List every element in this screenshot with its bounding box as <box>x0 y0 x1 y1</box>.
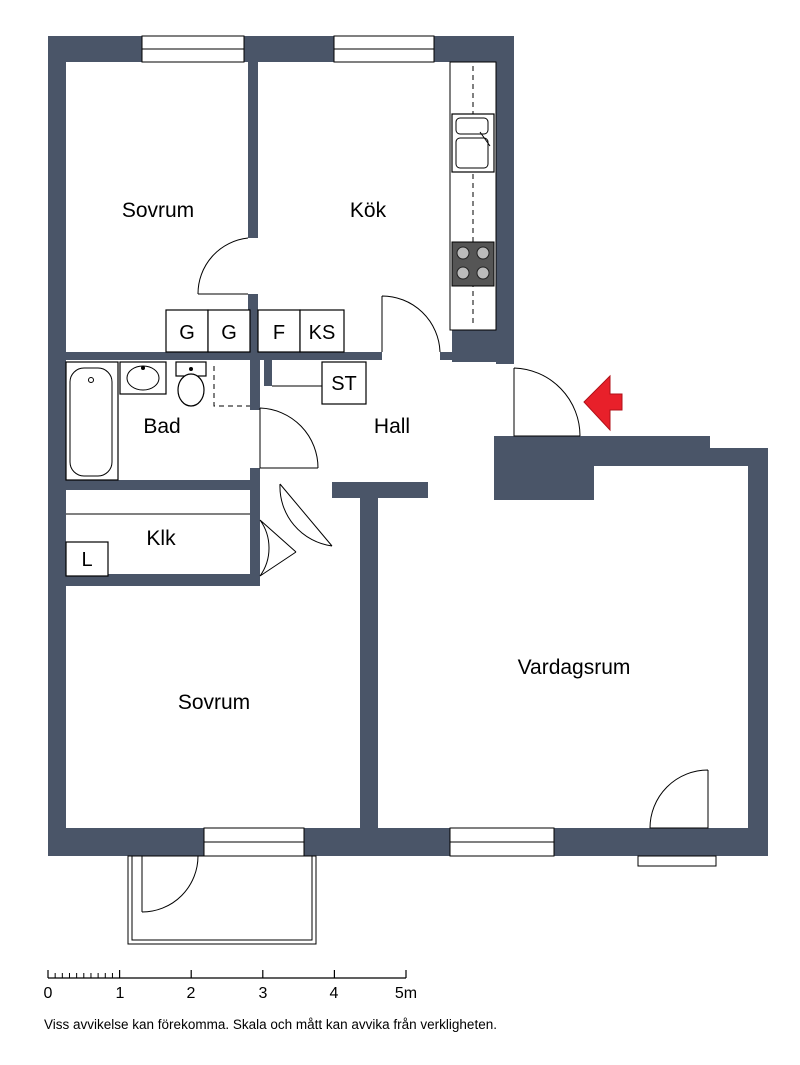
room-label-kitchen: Kök <box>350 199 387 222</box>
entrance-arrow-icon <box>583 374 623 432</box>
fixture-boxes <box>65 309 367 577</box>
disclaimer-text: Viss avvikelse kan förekomma. Skala och … <box>44 1017 497 1032</box>
room-label-bathroom: Bad <box>143 415 180 438</box>
kitchen-counter <box>449 61 497 331</box>
door-entrance <box>513 367 581 437</box>
fixture-label-ks: KS <box>309 322 336 344</box>
room-label-closet: Klk <box>146 527 176 550</box>
sink-icon <box>451 113 495 173</box>
fixture-label-g1: G <box>179 322 195 344</box>
scale-bar: 0 1 2 3 4 5m <box>44 970 417 1002</box>
door-kitchen <box>381 295 441 353</box>
scale-ticks <box>47 970 407 978</box>
room-label-living-room: Vardagsrum <box>518 656 631 679</box>
toilet-icon <box>175 361 207 407</box>
fixture-label-f: F <box>273 322 285 344</box>
windows <box>141 35 555 857</box>
bathtub-icon <box>65 361 119 481</box>
door-hall-bedroom <box>279 483 333 547</box>
door-closet <box>259 519 297 577</box>
doors[interactable] <box>141 237 709 913</box>
room-label-bedroom-top: Sovrum <box>122 199 194 222</box>
door-bedroom-balcony <box>141 855 199 913</box>
scale-tick-label: 3 <box>259 985 268 1002</box>
door-living-balcony <box>649 769 709 829</box>
door-bedroom-top <box>197 237 249 295</box>
scale-tick-label: 5m <box>395 985 417 1002</box>
scale-tick-label: 0 <box>44 985 53 1002</box>
fixture-label-st: ST <box>331 373 357 395</box>
scale-tick-label: 1 <box>116 985 125 1002</box>
scale-tick-label: 4 <box>330 985 339 1002</box>
exterior-walls <box>48 36 768 856</box>
balconies <box>127 855 717 945</box>
fixture-label-l: L <box>81 549 92 571</box>
scale-tick-label: 2 <box>187 985 196 1002</box>
fixture-label-g2: G <box>221 322 237 344</box>
interior-walls <box>66 62 454 828</box>
bathroom-fixtures <box>65 361 250 481</box>
room-label-bedroom-bottom: Sovrum <box>178 691 250 714</box>
room-label-hall: Hall <box>374 415 410 438</box>
door-bathroom <box>259 407 319 469</box>
